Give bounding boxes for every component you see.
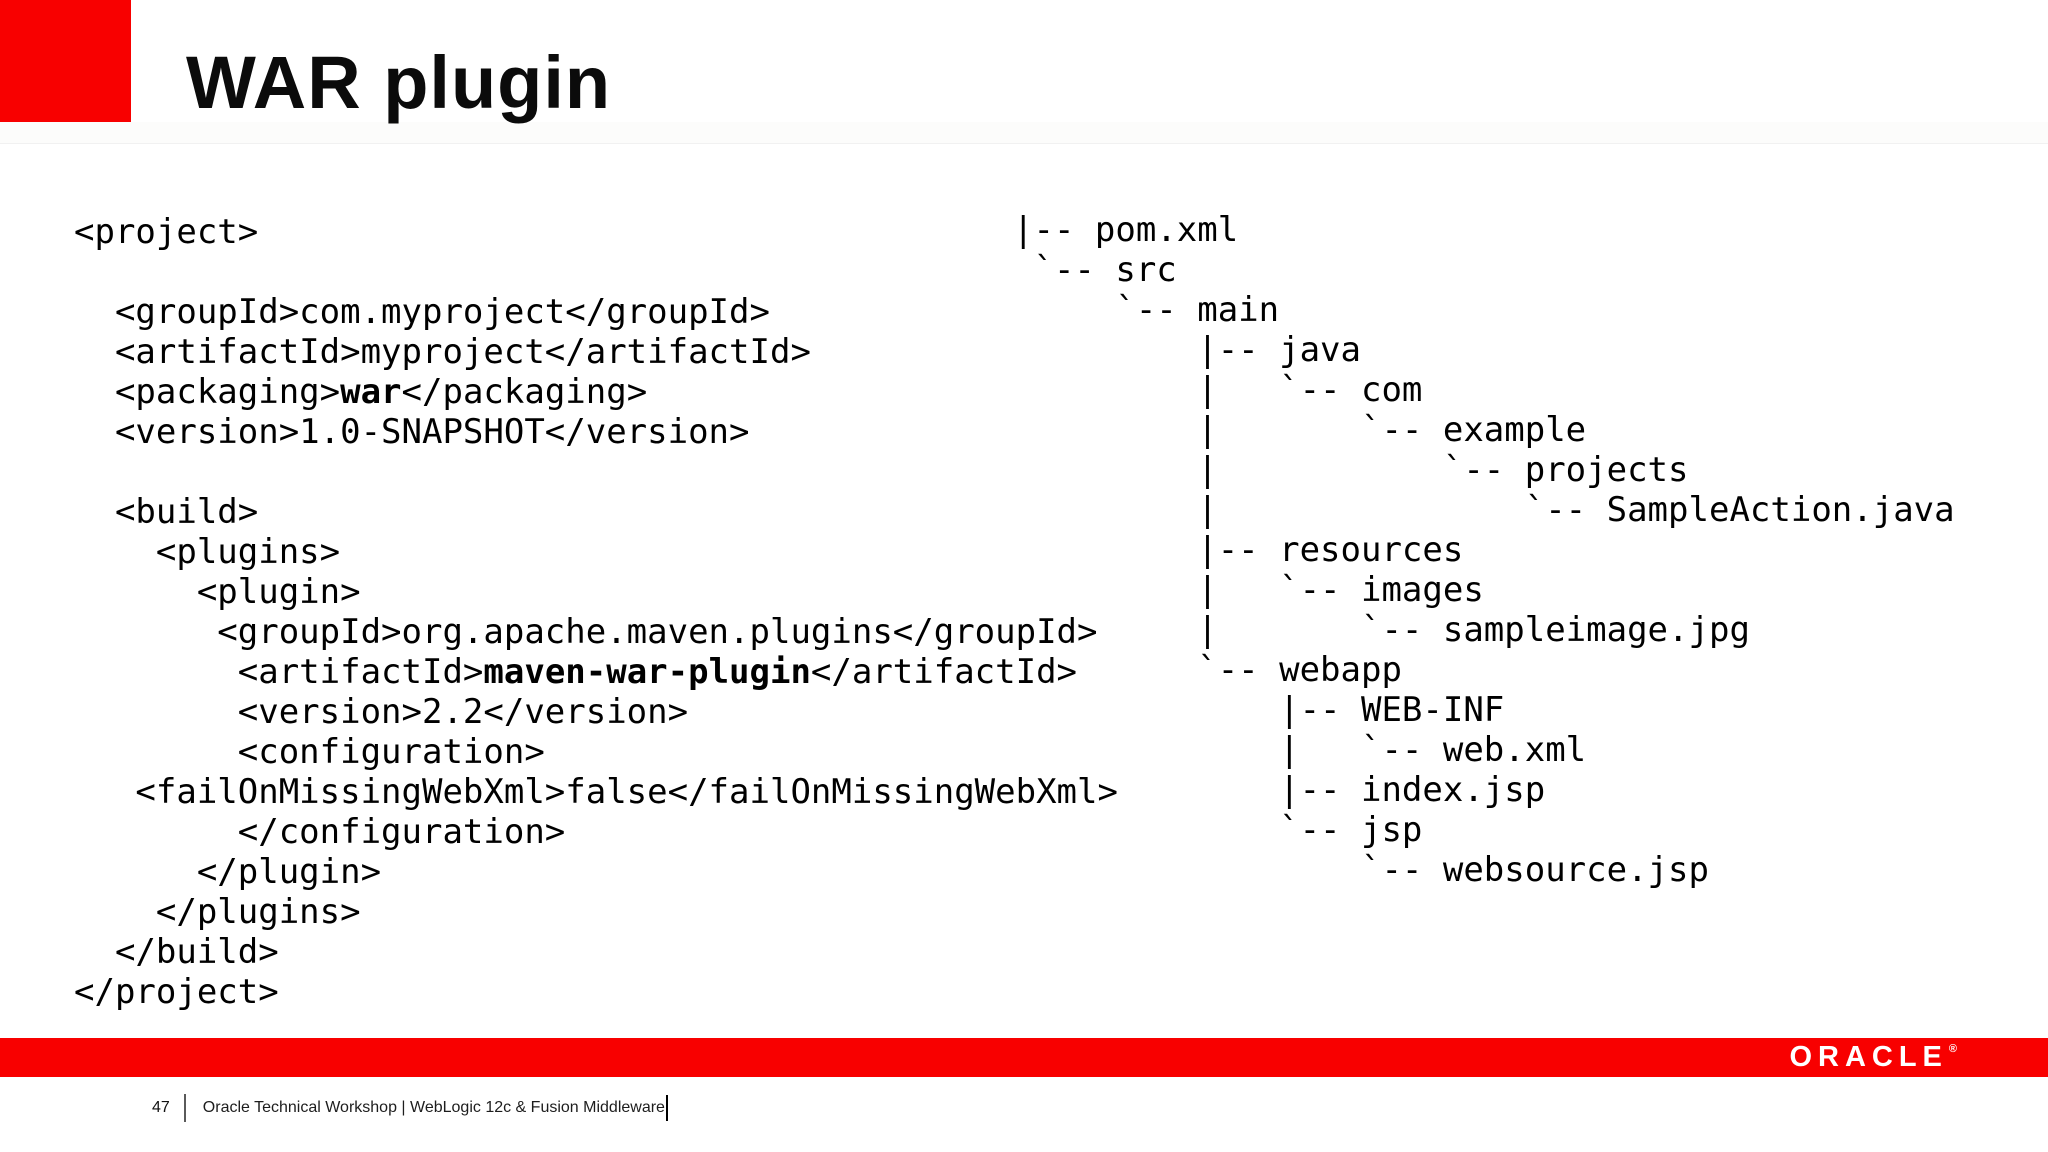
code-line: </build> [74,932,279,972]
footer-text[interactable]: Oracle Technical Workshop | WebLogic 12c… [202,1099,665,1116]
code-line [74,452,1118,492]
accent-square [0,0,131,122]
code-line: <artifactId>myproject</artifactId> [74,332,811,372]
page-title: WAR plugin [186,41,612,124]
page-number: 47 [152,1099,170,1116]
code-line: </configuration> [74,812,566,852]
code-line: <groupId>com.myproject</groupId> [74,292,770,332]
code-line [74,252,1118,292]
footer-red-bar: ORACLE® [0,1038,2048,1077]
code-line: <packaging>war</packaging> [74,372,648,412]
footer-strip: 47 Oracle Technical Workshop | WebLogic … [152,1092,668,1124]
title-separator [0,122,2048,144]
code-line: <configuration> [74,732,545,772]
code-line: </project> [74,972,279,1012]
code-line: <plugin> [74,572,361,612]
oracle-logo: ORACLE® [1789,1043,1957,1072]
footer-divider [183,1094,186,1122]
directory-tree: |-- pom.xml `-- src `-- main |-- java | … [1013,210,1955,890]
oracle-logo-text: ORACLE [1789,1041,1948,1073]
code-line: <plugins> [74,532,341,572]
text-cursor [665,1095,668,1121]
code-line: <project> [74,212,259,252]
registered-mark-icon: ® [1948,1043,1957,1055]
code-line: </plugin> [74,852,382,892]
code-line: </plugins> [74,892,361,932]
code-line: <artifactId>maven-war-plugin</artifactId… [74,652,1078,692]
code-line: <version>2.2</version> [74,692,689,732]
code-line: <build> [74,492,259,532]
code-line: <version>1.0-SNAPSHOT</version> [74,412,750,452]
code-line: <failOnMissingWebXml>false</failOnMissin… [74,772,1118,812]
code-line: <groupId>org.apache.maven.plugins</group… [74,612,1098,652]
maven-pom-code: <project> <groupId>com.myproject</groupI… [74,212,1118,1012]
